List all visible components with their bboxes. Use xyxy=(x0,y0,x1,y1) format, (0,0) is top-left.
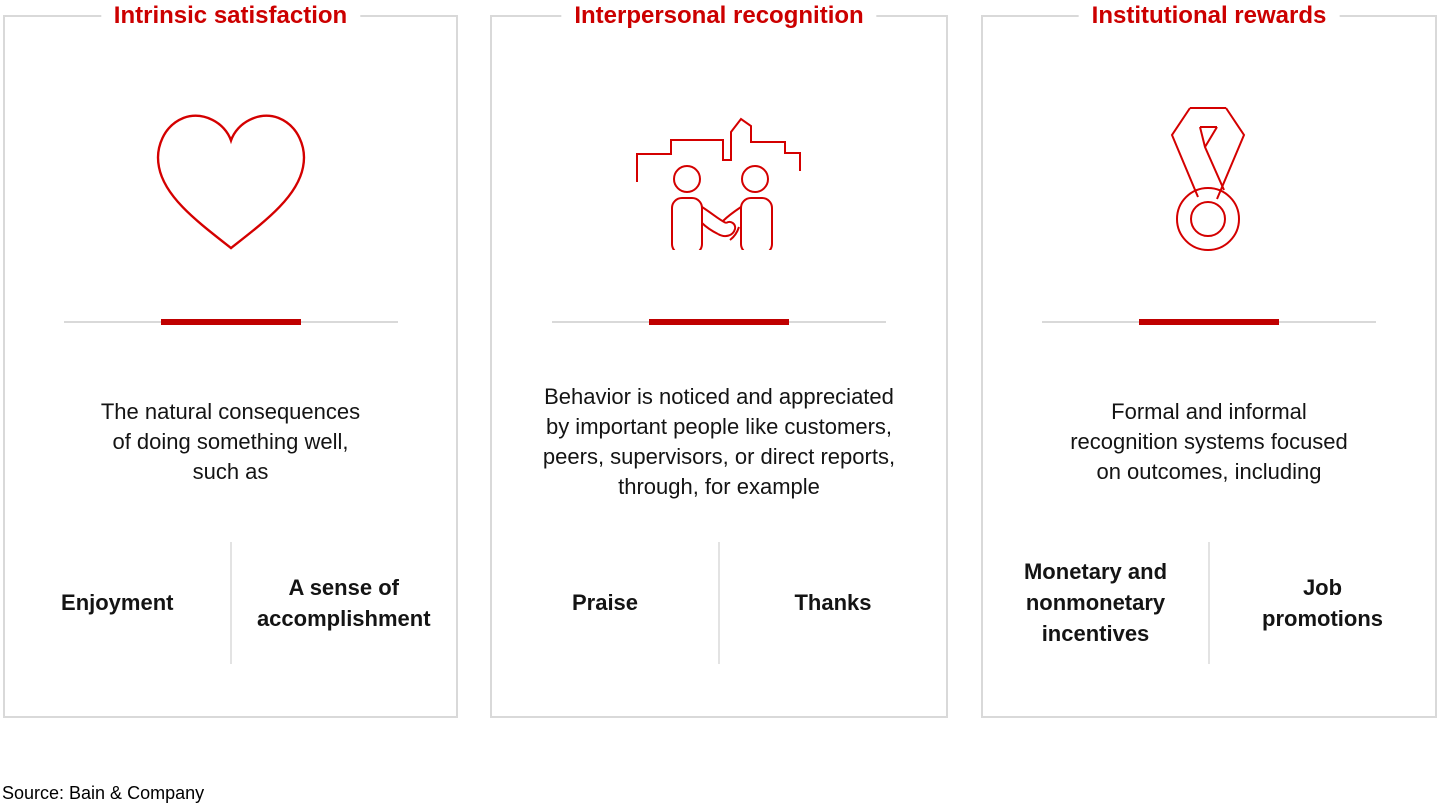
card-title: Institutional rewards xyxy=(1078,1,1340,31)
heart-icon xyxy=(5,102,456,257)
item-label: Monetary and nonmonetary incentives xyxy=(1023,559,1168,646)
item-label: Thanks xyxy=(794,590,872,615)
handshake-people-icon xyxy=(492,102,946,257)
item-divider xyxy=(1208,541,1210,664)
item-divider xyxy=(718,541,720,664)
card-title: Intrinsic satisfaction xyxy=(100,1,361,31)
card-items: Monetary and nonmonetary incentives Job … xyxy=(983,535,1435,670)
item-divider xyxy=(229,541,232,664)
card-institutional-rewards: Institutional rewards Formal and informa… xyxy=(981,1,1437,718)
divider-red-accent xyxy=(160,319,301,325)
item-label: Praise xyxy=(571,590,639,615)
card-title: Interpersonal recognition xyxy=(561,1,877,31)
section-divider xyxy=(492,319,946,327)
item-label: Job promotions xyxy=(1262,574,1383,631)
card-description: Formal and informal recognition systems … xyxy=(1070,399,1348,484)
item-label: Enjoyment xyxy=(61,590,174,615)
card-interpersonal-recognition: Interpersonal recognition Behavior is no… xyxy=(490,1,948,718)
medal-icon xyxy=(983,102,1435,257)
card-items: Enjoyment A sense of accomplishment xyxy=(5,535,456,670)
card-items: Praise Thanks xyxy=(492,535,946,670)
item-label: A sense of accomplishment xyxy=(256,574,431,631)
divider-red-accent xyxy=(1139,319,1279,325)
divider-red-accent xyxy=(649,319,789,325)
section-divider xyxy=(983,319,1435,327)
section-divider xyxy=(5,319,456,327)
card-description: Behavior is noticed and appreciated by i… xyxy=(542,384,896,499)
card-intrinsic-satisfaction: Intrinsic satisfaction The natural conse… xyxy=(3,1,458,718)
source-note: Source: Bain & Company xyxy=(2,783,205,803)
card-description: The natural consequences of doing someth… xyxy=(100,399,361,484)
